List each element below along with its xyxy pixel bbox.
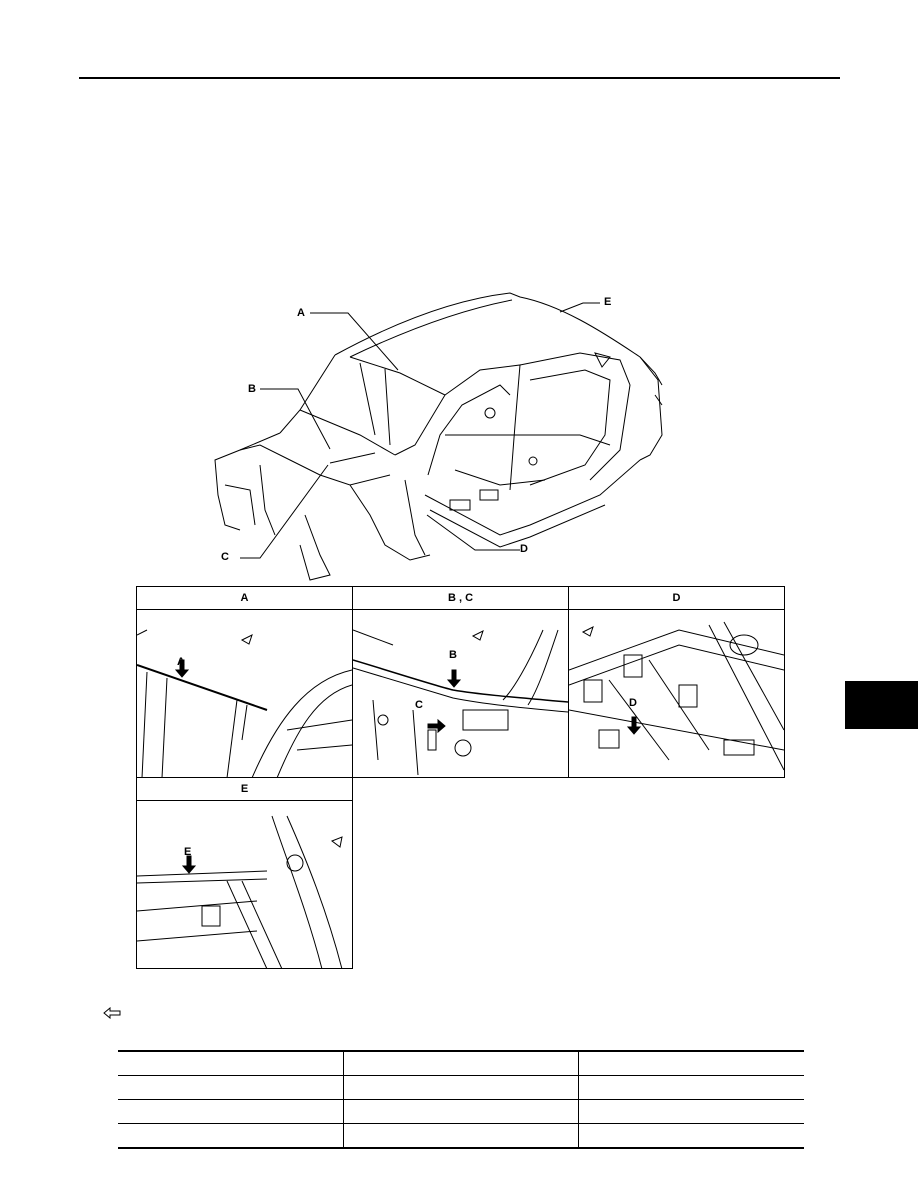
table-cell [577,1123,804,1149]
table-cell [343,1099,579,1124]
callout-b: B [248,383,256,395]
top-rule [79,77,840,79]
table-cell [118,1123,344,1149]
marker-b: B [449,649,457,661]
callout-d: D [520,543,528,555]
table-cell [577,1075,804,1100]
body-shell-diagram: A B C D E [200,285,680,585]
table-row [118,1075,804,1100]
panel-title-e: E [137,778,352,801]
table-row [118,1123,804,1149]
callout-c: C [221,551,229,563]
callout-e: E [604,296,612,308]
marker-e: E [184,846,192,858]
marker-c: C [415,699,423,711]
detail-panel-bc: B , C B C [352,586,569,778]
detail-panel-a: A A [136,586,353,778]
table-header-row [118,1050,804,1076]
table-cell [343,1123,579,1149]
front-arrow-icon [103,1006,121,1024]
table-row [118,1099,804,1124]
panel-title-bc: B , C [353,587,568,610]
table-cell [118,1050,344,1076]
table-cell [577,1099,804,1124]
table-cell [118,1099,344,1124]
spec-table [118,1050,804,1149]
section-tab [845,681,918,729]
panel-title-d: D [569,587,784,610]
panel-title-a: A [137,587,352,610]
table-cell [343,1050,579,1076]
detail-panel-e: E E [136,777,353,969]
marker-d: D [629,697,637,709]
detail-panel-d: D D [568,586,785,778]
table-cell [577,1050,804,1076]
marker-a: A [177,656,185,668]
callout-a: A [297,307,305,319]
table-cell [343,1075,579,1100]
table-cell [118,1075,344,1100]
